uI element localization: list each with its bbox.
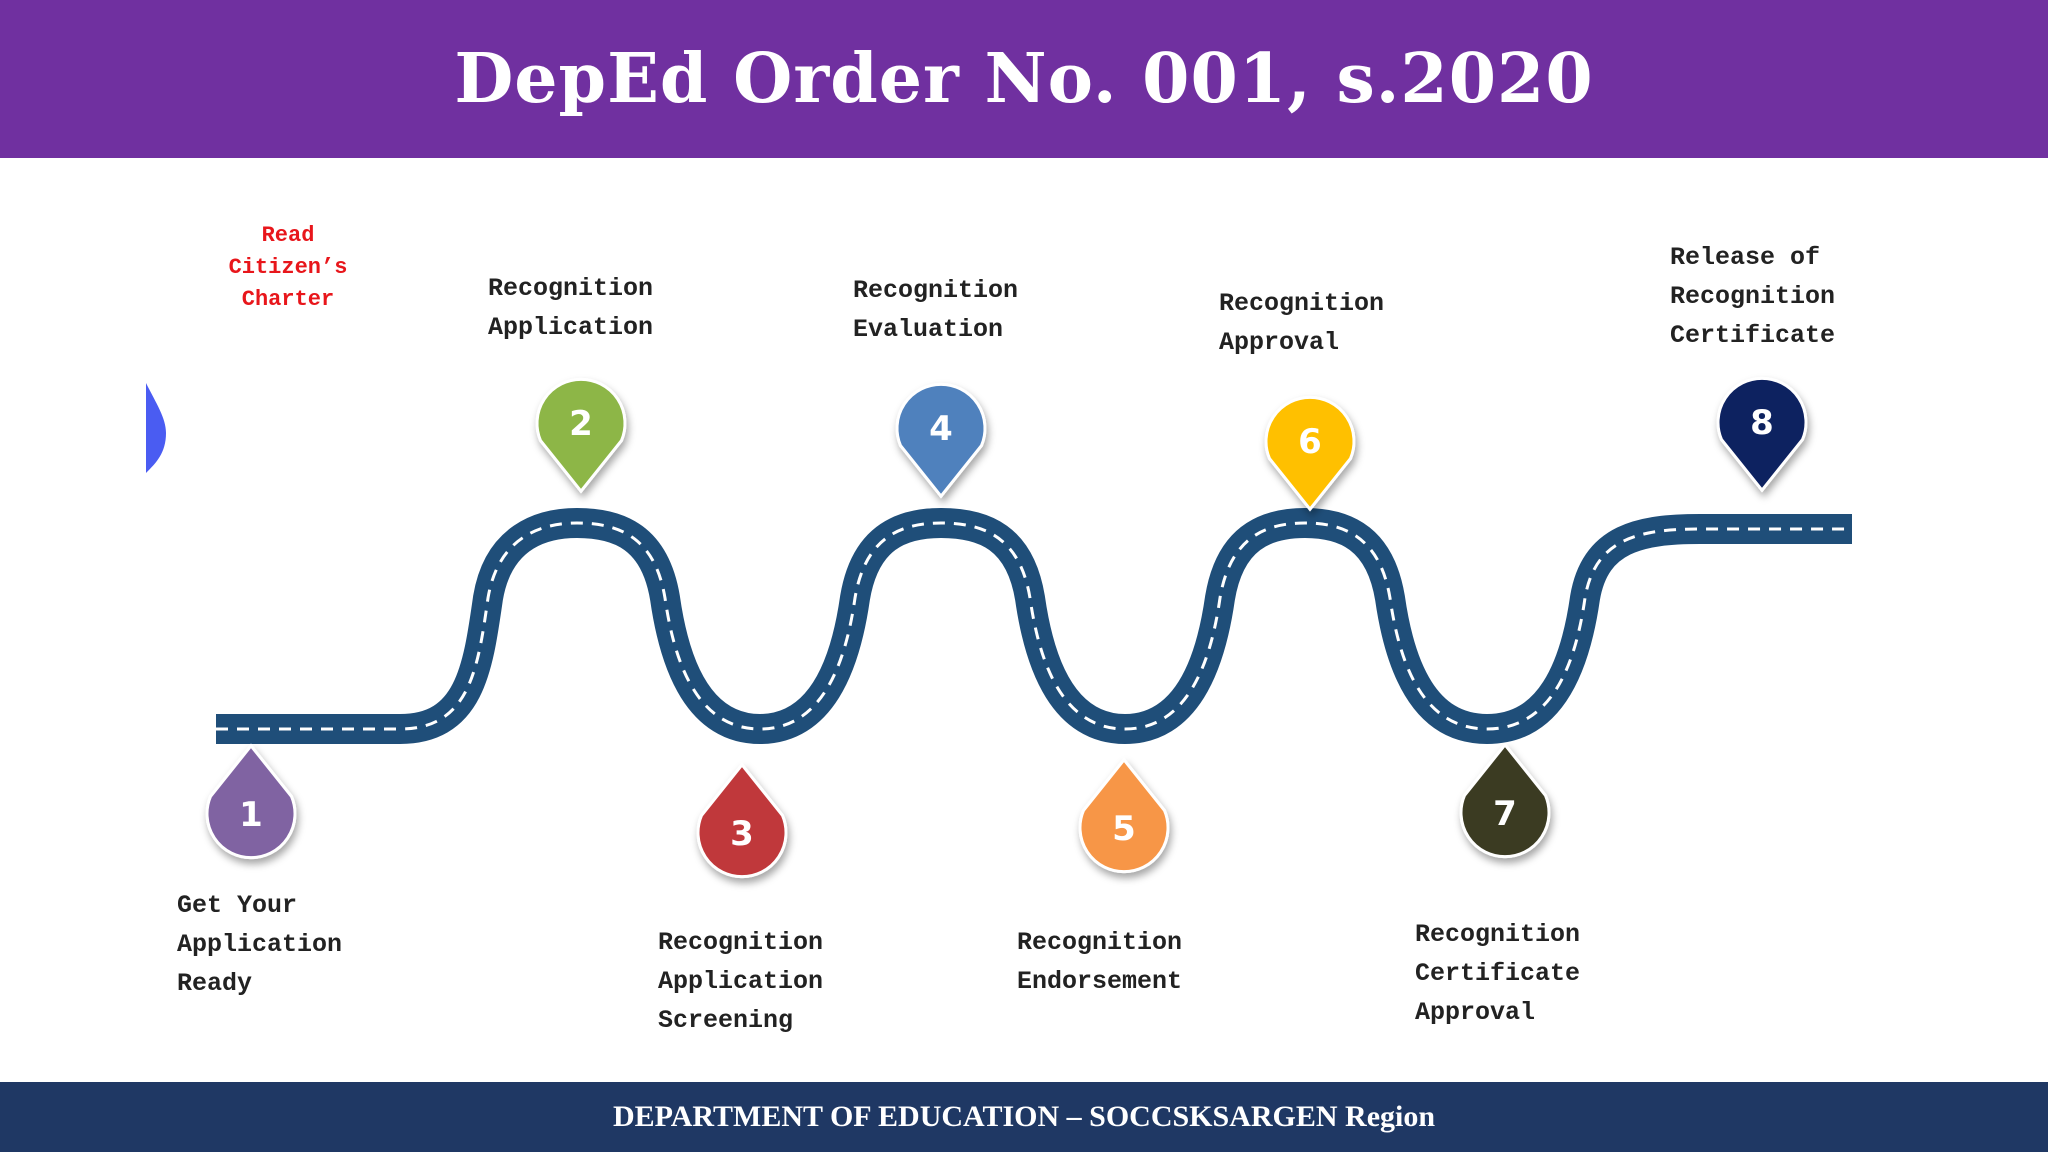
step-8-label: Release of Recognition Certificate bbox=[1670, 238, 1835, 355]
left-edge-shape bbox=[146, 383, 166, 473]
step-5-number: 5 bbox=[1112, 809, 1136, 849]
footer-text: DEPARTMENT OF EDUCATION – SOCCSKSARGEN R… bbox=[613, 1100, 1435, 1134]
step-6-label: Recognition Approval bbox=[1219, 284, 1384, 362]
step-4-number: 4 bbox=[929, 409, 953, 449]
step-1-pin: 1 bbox=[207, 746, 295, 858]
page-title: DepEd Order No. 001, s.2020 bbox=[454, 39, 1593, 119]
step-7-label: Recognition Certificate Approval bbox=[1415, 915, 1580, 1032]
step-8-number: 8 bbox=[1750, 403, 1774, 443]
step-2-pin: 2 bbox=[537, 379, 625, 491]
step-1-number: 1 bbox=[239, 795, 263, 835]
step-6-pin: 6 bbox=[1266, 397, 1354, 509]
process-roadmap: 1 2 3 4 5 6 7 8 Read Citizen’s Charter Get Your… bbox=[0, 158, 2048, 1082]
step-4-label: Recognition Evaluation bbox=[853, 271, 1018, 349]
step-1-label: Get Your Application Ready bbox=[177, 886, 342, 1003]
step-3-pin: 3 bbox=[698, 765, 786, 877]
step-7-pin: 7 bbox=[1461, 745, 1549, 857]
step-5-pin: 5 bbox=[1080, 760, 1168, 872]
step-2-number: 2 bbox=[569, 404, 593, 444]
step-5-label: Recognition Endorsement bbox=[1017, 923, 1182, 1001]
title-banner: DepEd Order No. 001, s.2020 bbox=[0, 0, 2048, 158]
step-3-label: Recognition Application Screening bbox=[658, 923, 823, 1040]
citizens-charter-note: Read Citizen’s Charter bbox=[210, 220, 366, 316]
step-4-pin: 4 bbox=[897, 384, 985, 496]
step-7-number: 7 bbox=[1493, 794, 1517, 834]
footer-banner: DEPARTMENT OF EDUCATION – SOCCSKSARGEN R… bbox=[0, 1082, 2048, 1152]
step-6-number: 6 bbox=[1298, 422, 1322, 462]
step-3-number: 3 bbox=[730, 814, 754, 854]
step-2-label: Recognition Application bbox=[488, 269, 653, 347]
step-8-pin: 8 bbox=[1718, 378, 1806, 490]
